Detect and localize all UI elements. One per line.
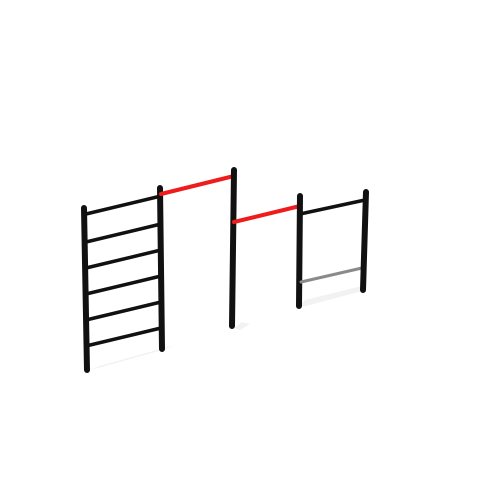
ladder-left-post	[81, 205, 90, 373]
ladder-rung	[84, 300, 163, 322]
frame-shadow	[300, 286, 366, 306]
ladder-rung	[84, 248, 163, 270]
ladder-rung	[84, 222, 163, 244]
ladder-shadow	[90, 345, 175, 370]
pullup-shadow	[234, 322, 250, 330]
mid-red-bar	[232, 204, 302, 224]
frame-low-bar	[299, 266, 364, 284]
frame-top-bar	[298, 198, 367, 216]
ladder-rung	[84, 326, 163, 348]
high-red-bar	[159, 174, 236, 196]
frame-right-post	[360, 189, 369, 293]
ground-shadows	[90, 286, 366, 370]
tall-pullup-bar	[159, 167, 237, 329]
ladder-rung	[84, 194, 163, 216]
right-frame	[298, 189, 369, 293]
mid-pullup-bar	[232, 193, 303, 309]
tall-center-post	[229, 167, 237, 329]
ladder-rung	[84, 274, 163, 296]
wall-ladder	[81, 185, 165, 373]
ladder-right-post	[157, 185, 165, 352]
